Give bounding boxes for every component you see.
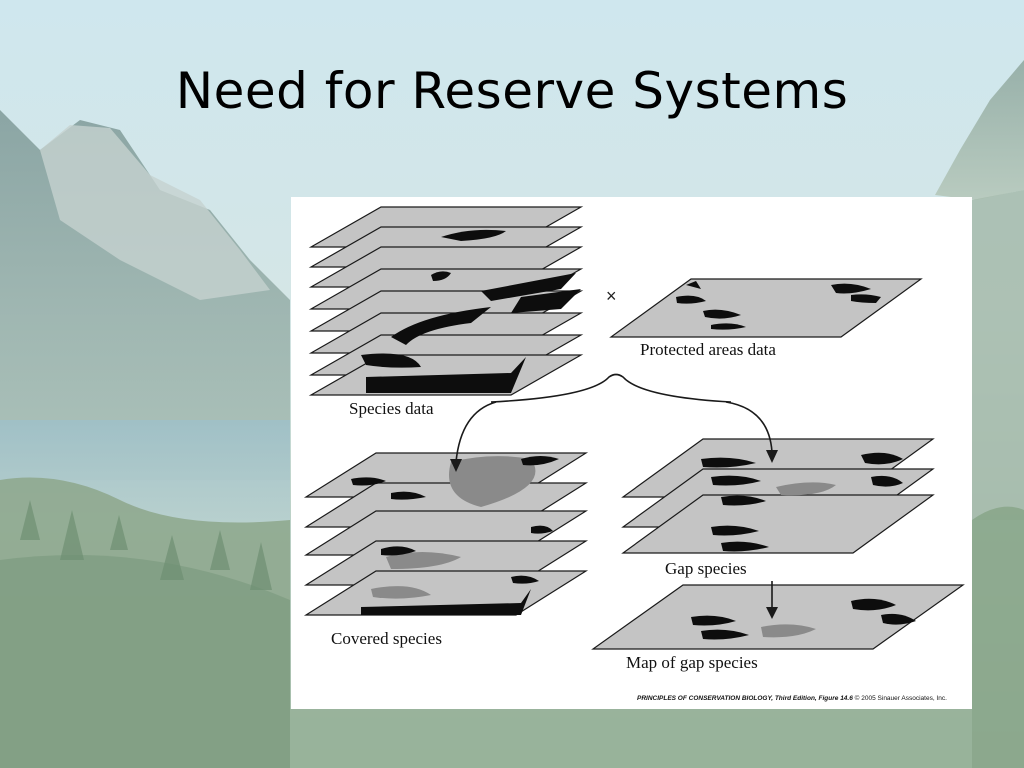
map-patch-dark: [881, 613, 916, 625]
map-patch-dark: [691, 615, 736, 626]
arrow-to-covered: [455, 401, 497, 463]
gap-analysis-diagram: [303, 206, 965, 650]
map-patch-dark: [701, 629, 749, 640]
protected-patch: [851, 294, 881, 303]
label-protected-areas-data: Protected areas data: [640, 340, 776, 359]
covered-patch-dark: [391, 491, 426, 500]
map-of-gap-species-layer: [591, 584, 965, 650]
species-patch: [481, 273, 576, 301]
species-patch: [361, 353, 421, 368]
arrow-to-gap: [725, 401, 773, 453]
covered-patch-dark: [351, 477, 386, 486]
species-patch: [511, 289, 581, 313]
species-patch: [441, 229, 506, 241]
protected-patch: [676, 295, 706, 304]
covered-patch-dark: [521, 456, 559, 466]
label-covered-species: Covered species: [331, 629, 442, 648]
arrowhead-covered: [450, 459, 462, 472]
multiply-operator: ×: [606, 286, 617, 306]
gap-patch-dark: [711, 475, 761, 486]
figure-panel: × Species data Protected areas data Cove…: [291, 197, 972, 709]
gap-species-stack: [621, 438, 935, 554]
split-bracket: [490, 373, 732, 403]
gap-patch-dark: [721, 541, 769, 552]
gap-patch-dark: [701, 457, 756, 468]
covered-patch-dark: [381, 546, 416, 556]
species-patch: [431, 271, 451, 281]
species-data-stack: [308, 206, 584, 396]
covered-patch-mid: [371, 586, 431, 599]
covered-patch-dark: [511, 575, 539, 584]
gap-patch-mid: [776, 482, 836, 496]
protected-patch: [711, 323, 746, 330]
covered-patch-mid: [386, 552, 461, 569]
covered-patch-dark: [361, 589, 531, 615]
covered-species-stack: [303, 452, 589, 616]
gap-layer: [621, 494, 935, 554]
covered-patch-mid: [449, 456, 536, 507]
protected-patch: [703, 309, 741, 319]
protected-layer: [609, 278, 923, 338]
protected-areas-layer: [609, 278, 923, 338]
credit-source: PRINCIPLES OF CONSERVATION BIOLOGY, Thir…: [637, 695, 853, 702]
gap-patch-dark: [711, 525, 759, 536]
gap-patch-dark: [861, 452, 903, 465]
arrowhead-map: [766, 607, 778, 619]
gap-patch-dark: [721, 495, 766, 506]
figure-credit: PRINCIPLES OF CONSERVATION BIOLOGY, Thir…: [637, 695, 947, 702]
label-gap-species: Gap species: [665, 559, 747, 578]
map-patch-mid: [761, 624, 816, 638]
map-patch-dark: [851, 598, 896, 611]
species-patch: [366, 357, 526, 393]
arrowhead-gap: [766, 450, 778, 463]
gap-patch-dark: [871, 475, 903, 487]
label-map-of-gap-species: Map of gap species: [626, 653, 758, 672]
label-species-data: Species data: [349, 399, 434, 418]
credit-copyright: © 2005 Sinauer Associates, Inc.: [854, 695, 947, 702]
slide-title: Need for Reserve Systems: [175, 62, 849, 120]
species-patch: [391, 307, 491, 345]
covered-patch-dark: [531, 525, 553, 534]
protected-patch: [831, 283, 871, 294]
protected-patch: [686, 281, 701, 289]
